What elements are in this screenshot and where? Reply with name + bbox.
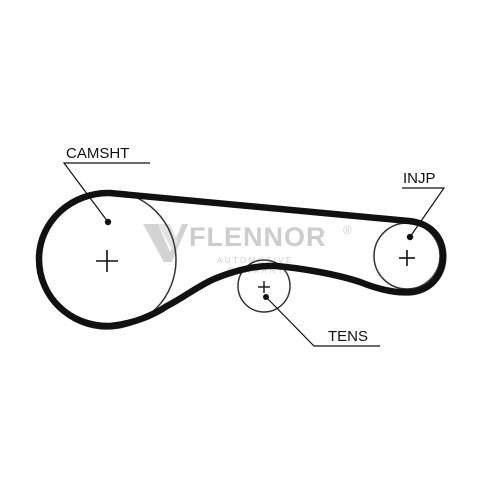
plus-icon — [258, 281, 270, 293]
flennor-logo-icon — [143, 224, 188, 262]
injp-leader — [402, 187, 446, 241]
watermark: FLENNOR ® AUTOMOTIVE GERMANY — [143, 222, 352, 275]
plus-icon — [399, 250, 415, 266]
watermark-registered: ® — [343, 223, 352, 237]
camsht-leader — [62, 162, 150, 226]
label-injp: INJP — [403, 170, 436, 187]
plus-icon — [96, 250, 118, 272]
label-camsht: CAMSHT — [66, 145, 129, 162]
watermark-tagline-2: GERMANY — [228, 266, 285, 275]
timing-belt — [35, 189, 447, 330]
label-tens: TENS — [328, 328, 368, 345]
watermark-brand: FLENNOR — [189, 222, 327, 252]
tens-leader — [263, 294, 380, 347]
tensioner-pulley — [237, 259, 291, 313]
watermark-tagline-1: AUTOMOTIVE — [217, 256, 294, 265]
